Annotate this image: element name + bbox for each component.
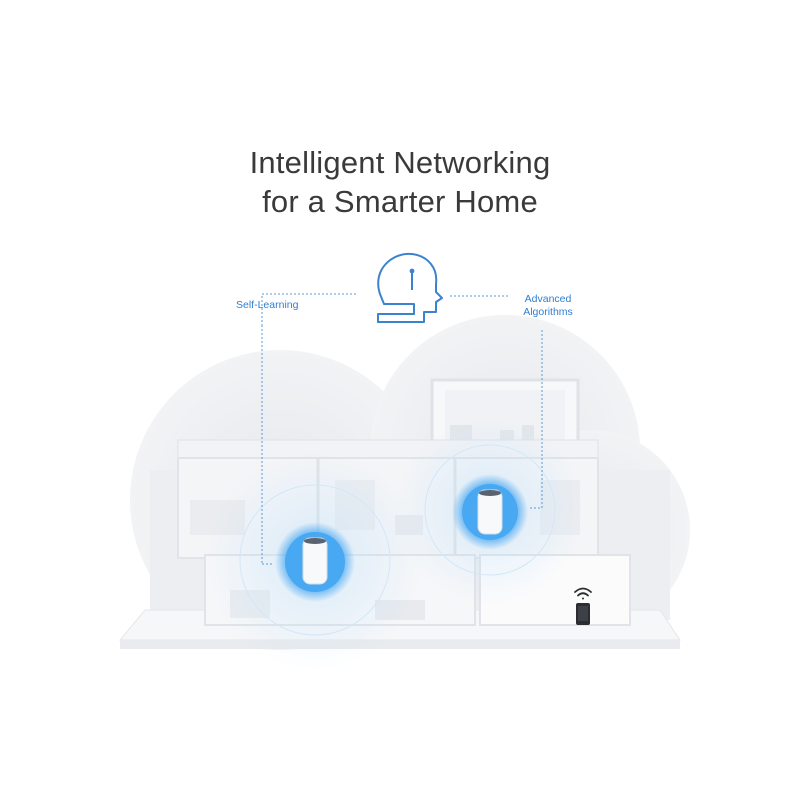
callout-advanced-line1: Advanced — [524, 293, 572, 305]
mesh-router-right — [452, 474, 528, 550]
callout-connectors — [261, 293, 543, 565]
headline-line1: Intelligent Networking — [249, 145, 551, 180]
callout-advanced-line2: Algorithms — [523, 306, 573, 318]
wifi-icon — [574, 587, 592, 600]
mesh-router-left — [275, 522, 355, 602]
callout-advanced-algorithms: Advanced Algorithms — [508, 293, 588, 319]
smartphone-icon — [576, 603, 590, 625]
callout-self-learning: Self-Learning — [236, 299, 299, 311]
headline-line2: for a Smarter Home — [262, 184, 538, 219]
ai-head-icon — [377, 252, 443, 323]
